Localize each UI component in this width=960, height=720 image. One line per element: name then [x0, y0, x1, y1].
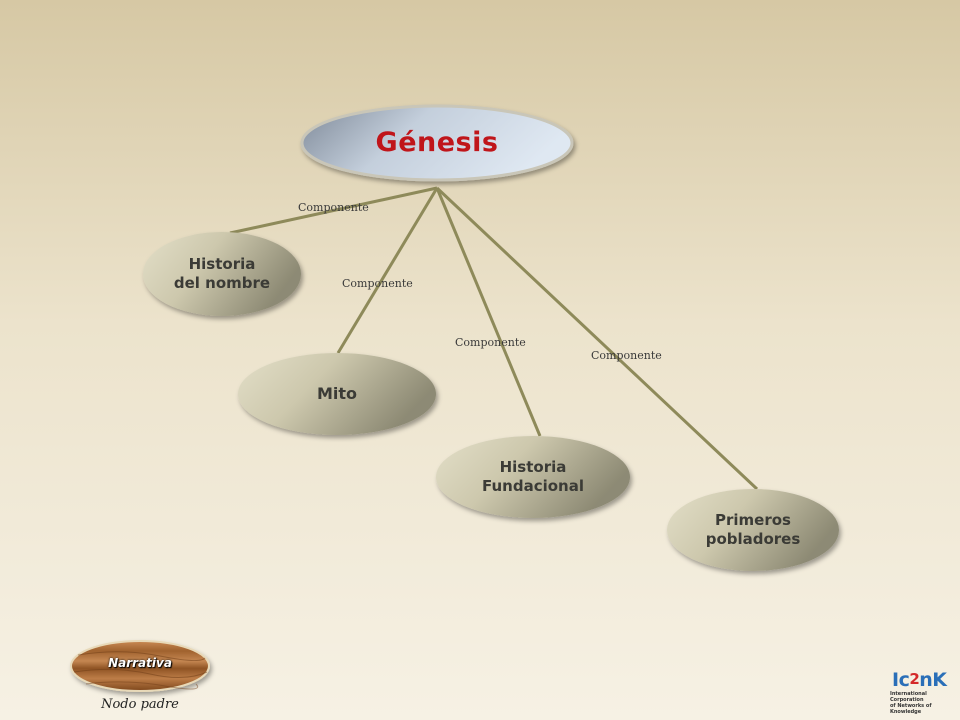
edge-label-historia-nombre: Componente — [298, 201, 369, 214]
logo-wordmark: Ic2nK — [886, 668, 956, 691]
edge-to-primeros-pobladores — [435, 186, 759, 491]
node-primeros-pobladores-label: Primeros pobladores — [705, 510, 801, 549]
logo-text-a: Ic — [892, 669, 910, 691]
logo-tagline: International Corporation of Networks of… — [890, 691, 932, 715]
node-mito-label: Mito — [316, 383, 358, 403]
root-node-label: Génesis — [375, 127, 499, 159]
edge-label-primeros-pobladores: Componente — [591, 349, 662, 362]
logo-text-two: 2 — [909, 670, 920, 688]
edge-label-mito: Componente — [342, 277, 413, 290]
edges-layer — [229, 186, 759, 491]
parent-node-caption: Nodo padre — [101, 697, 179, 712]
node-primeros-pobladores-ellipse[interactable] — [667, 489, 839, 571]
edge-label-historia-fundacional: Componente — [455, 336, 526, 349]
ic2nk-logo: Ic2nK International Corporation of Netwo… — [886, 668, 956, 716]
node-historia-fundacional-label: Historia Fundacional — [482, 457, 584, 496]
edge-to-historia-nombre — [229, 186, 438, 235]
edge-to-historia-fundacional — [435, 187, 542, 437]
node-historia-nombre-ellipse[interactable] — [143, 232, 301, 316]
logo-text-b: nK — [919, 669, 947, 691]
root-node-ellipse[interactable] — [300, 104, 574, 182]
parent-node-label: Narrativa — [108, 656, 172, 670]
wood-grain-3 — [85, 681, 198, 690]
parent-node-ellipse[interactable] — [70, 640, 210, 692]
node-historia-nombre-label: Historia del nombre — [173, 254, 271, 293]
node-historia-fundacional-ellipse[interactable] — [436, 436, 630, 518]
node-mito-ellipse[interactable] — [238, 353, 436, 435]
wood-grain-2 — [73, 668, 208, 678]
wood-grain-1 — [77, 651, 206, 662]
edge-to-mito — [336, 187, 439, 354]
